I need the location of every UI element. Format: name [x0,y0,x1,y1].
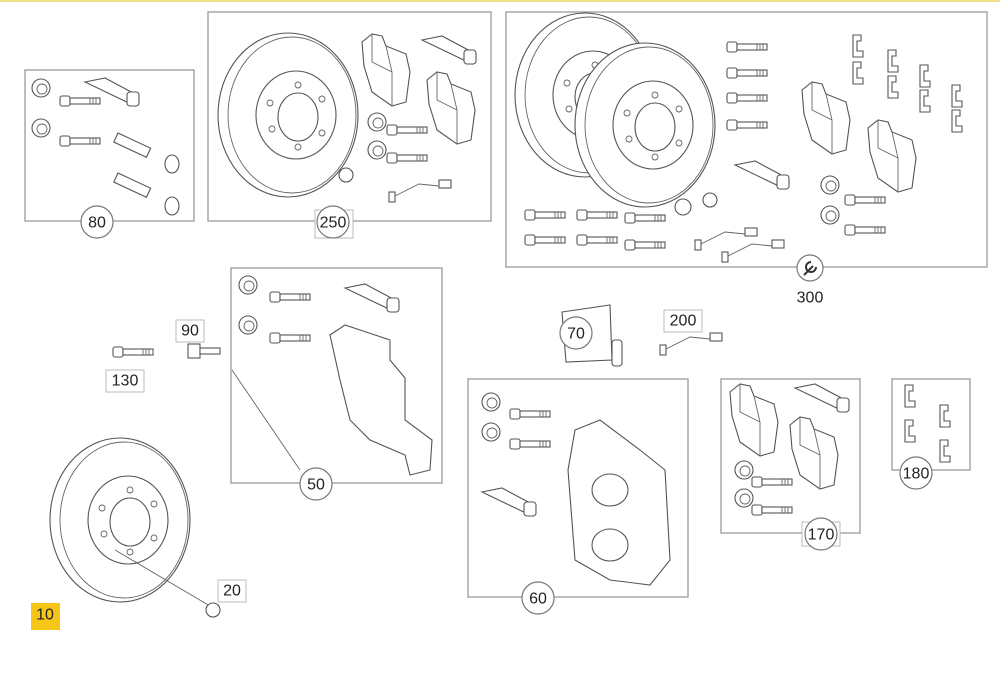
callout-20[interactable]: 20 [217,579,247,603]
kit-50-frame [230,267,443,484]
kit-180-group [891,378,971,471]
kit-80-group [24,69,195,222]
svg-text:180: 180 [903,466,930,483]
svg-text:70: 70 [567,326,585,343]
bolt-90 [187,343,221,359]
callout-200[interactable]: 200 [663,309,703,333]
svg-text:200: 200 [670,313,697,330]
sensor-200 [659,332,723,356]
svg-text:250: 250 [320,215,347,232]
callout-250[interactable]: 250 [314,205,354,239]
callout-130[interactable]: 130 [105,369,145,393]
svg-text:300: 300 [797,290,824,307]
kit-300-frame [505,11,988,268]
callout-10-selected[interactable]: 10 [31,603,60,630]
callout-90[interactable]: 90 [175,319,205,343]
kit-50-group [230,267,443,484]
svg-text:50: 50 [307,477,325,494]
callout-70[interactable]: 70 [559,316,593,350]
svg-text:170: 170 [808,527,835,544]
callout-300[interactable]: 300 [797,290,824,307]
svg-text:130: 130 [112,373,139,390]
kit-60-frame [467,378,689,598]
callout-50[interactable]: 50 [299,467,333,501]
svg-text:60: 60 [529,591,547,608]
kit-170-frame [720,378,861,534]
svg-text:90: 90 [181,323,199,340]
callout-60[interactable]: 60 [521,581,555,615]
svg-text:20: 20 [223,583,241,600]
kit-60-group [467,378,689,598]
callout-80[interactable]: 80 [80,205,114,239]
svg-text:10: 10 [36,607,54,624]
svg-text:80: 80 [88,215,106,232]
kit-300-group [505,11,988,268]
bolt-130 [112,346,154,358]
brake-disc-10 [49,437,221,618]
callout-180[interactable]: 180 [899,456,933,490]
wrench-icon [796,254,824,282]
kit-170-group [720,378,861,534]
kit-250-group [207,11,492,222]
kit-180-frame [891,378,971,471]
top-border [0,0,1000,2]
callout-170[interactable]: 170 [801,517,841,551]
